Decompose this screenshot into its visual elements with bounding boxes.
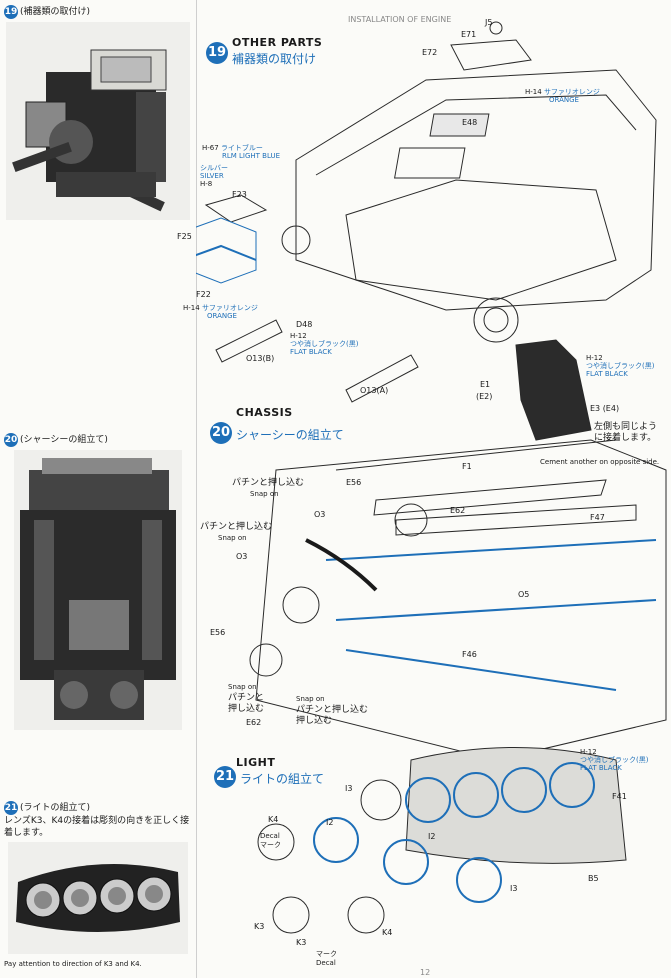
part-b5: B5 bbox=[588, 874, 599, 883]
column-divider bbox=[196, 0, 197, 978]
part-f25: F25 bbox=[177, 232, 192, 241]
part-f22: F22 bbox=[196, 290, 211, 299]
part-f1: F1 bbox=[462, 462, 472, 471]
page-number: 12 bbox=[420, 968, 431, 977]
part-e56b: E56 bbox=[210, 628, 226, 637]
step21-caption: 21(ライトの組立て) bbox=[4, 801, 91, 815]
step19-photo bbox=[6, 22, 190, 220]
section20-badge: 20 bbox=[210, 422, 232, 444]
step21-note-en: Pay attention to direction of K3 and K4. bbox=[4, 960, 142, 968]
part-k3a: K3 bbox=[254, 922, 265, 931]
step20-photo bbox=[14, 450, 182, 730]
section19-badge: 19 bbox=[206, 42, 228, 64]
section20-title-en: CHASSIS bbox=[236, 406, 293, 419]
step20-caption: 20(シャーシーの組立て) bbox=[4, 433, 108, 447]
part-d48: D48 bbox=[296, 320, 313, 329]
step21-badge: 21 bbox=[4, 801, 18, 815]
part-e62a: E62 bbox=[450, 506, 466, 515]
step21-note-jp: レンズK3、K4の接着は彫刻の向きを正しく接着します。 bbox=[4, 816, 190, 838]
part-k4b: K4 bbox=[382, 928, 393, 937]
part-o3a: O3 bbox=[314, 510, 326, 519]
part-o13a: O13(A) bbox=[360, 386, 389, 395]
part-f46: F46 bbox=[462, 650, 477, 659]
part-e3-e4: E3 (E4) bbox=[590, 404, 620, 413]
part-i3a: I3 bbox=[345, 784, 353, 793]
part-k3b: K3 bbox=[296, 938, 307, 947]
section19-title-jp: 補器類の取付け bbox=[232, 52, 317, 66]
note19-en: Cement another on opposite side. bbox=[540, 458, 660, 466]
section19-title-en: OTHER PARTS bbox=[232, 36, 323, 49]
part-f41: F41 bbox=[612, 792, 627, 801]
step21-photo bbox=[8, 842, 188, 954]
part-o5: O5 bbox=[518, 590, 530, 599]
part-e56a: E56 bbox=[346, 478, 362, 487]
note19-jp: 左側も同じように接着します。 bbox=[594, 422, 658, 443]
section21-title-en: LIGHT bbox=[236, 756, 276, 769]
step19-caption: 19(補器類の取付け) bbox=[4, 5, 91, 19]
part-o3b: O3 bbox=[236, 552, 248, 561]
part-o13b: O13(B) bbox=[246, 354, 275, 363]
part-e2: (E2) bbox=[476, 392, 493, 401]
part-i2a: I2 bbox=[326, 818, 334, 827]
part-e71: E71 bbox=[461, 30, 477, 39]
part-e72: E72 bbox=[422, 48, 438, 57]
section21-title-jp: ライトの組立て bbox=[240, 772, 325, 786]
part-i3b: I3 bbox=[510, 884, 518, 893]
part-e48: E48 bbox=[462, 118, 478, 127]
part-j5: J5 bbox=[485, 18, 493, 27]
step20-badge: 20 bbox=[4, 433, 18, 447]
step19-badge: 19 bbox=[4, 5, 18, 19]
section21-badge: 21 bbox=[214, 766, 236, 788]
header-text: INSTALLATION OF ENGINE bbox=[348, 15, 452, 24]
part-e62b: E62 bbox=[246, 718, 262, 727]
part-f23: F23 bbox=[232, 190, 247, 199]
part-k4a: K4 bbox=[268, 815, 279, 824]
assembly-diagram bbox=[196, 21, 667, 934]
part-i2b: I2 bbox=[428, 832, 436, 841]
section20-title-jp: シャーシーの組立て bbox=[236, 428, 344, 442]
part-e1: E1 bbox=[480, 380, 491, 389]
part-f47: F47 bbox=[590, 513, 605, 522]
